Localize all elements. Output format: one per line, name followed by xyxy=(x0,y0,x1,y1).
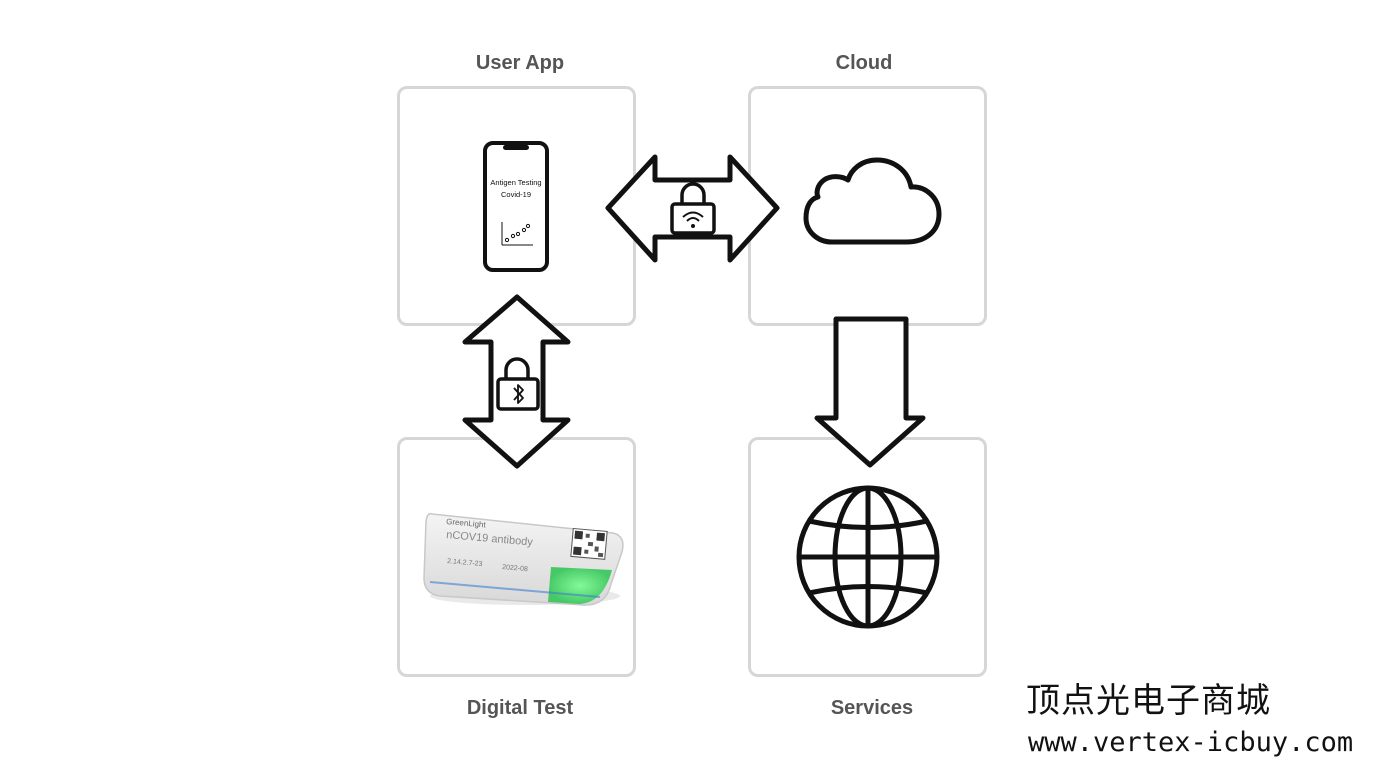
device-brand: GreenLight xyxy=(446,517,487,529)
user-app-label: User App xyxy=(475,52,565,74)
mini-scatter-chart-icon xyxy=(501,222,533,246)
device-lot: 2.14.2.7-23 xyxy=(447,558,483,568)
wifi-secure-double-arrow xyxy=(605,154,780,263)
phone-subtitle: Covid-19 xyxy=(501,190,531,199)
cloud-icon xyxy=(803,157,942,245)
digital-test-label: Digital Test xyxy=(466,697,574,719)
watermark-title: 顶点光电子商城 xyxy=(1026,681,1271,721)
globe-icon xyxy=(796,485,940,629)
test-device-icon: GreenLight nCOV19 antibody 2.14.2.7-23 2… xyxy=(423,512,624,606)
bluetooth-lock-icon xyxy=(496,357,540,411)
smartphone-icon: Antigen Testing Covid-19 xyxy=(483,141,549,272)
qr-code-icon xyxy=(570,527,608,560)
wifi-lock-icon xyxy=(670,182,716,235)
cloud-to-services-arrow xyxy=(814,316,926,468)
device-expiry: 2022-08 xyxy=(502,564,528,573)
services-label: Services xyxy=(830,697,914,719)
watermark-url: www.vertex-icbuy.com xyxy=(1028,727,1354,758)
bluetooth-secure-double-arrow xyxy=(462,294,571,469)
cloud-label: Cloud xyxy=(835,52,893,74)
phone-title: Antigen Testing xyxy=(490,178,541,187)
